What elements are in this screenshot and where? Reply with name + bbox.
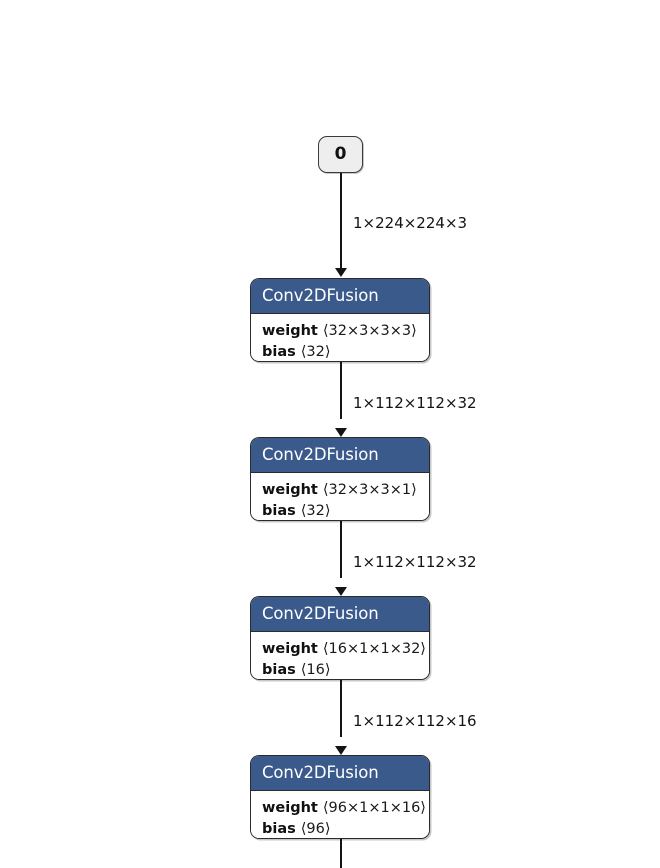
- node-body: weight⟨16×1×1×32⟩ bias⟨16⟩: [251, 632, 429, 679]
- node-attribute-row: bias⟨16⟩: [262, 660, 418, 679]
- node-attribute-key: bias: [262, 662, 296, 678]
- node-attribute-row: weight⟨32×3×3×1⟩: [262, 480, 418, 501]
- node-attribute-key: weight: [262, 641, 318, 657]
- node-attribute-value: ⟨96⟩: [300, 821, 331, 837]
- graph-edge-label: 1×112×112×32: [353, 553, 477, 571]
- graph-edge-arrowhead: [335, 428, 347, 437]
- graph-node-op-1[interactable]: Conv2DFusion weight⟨32×3×3×3⟩ bias⟨32⟩: [250, 278, 430, 362]
- node-attribute-key: weight: [262, 482, 318, 498]
- graph-node-input-0[interactable]: 0: [318, 136, 363, 173]
- node-attribute-value: ⟨32×3×3×3⟩: [322, 323, 417, 339]
- node-body: weight⟨96×1×1×16⟩ bias⟨96⟩: [251, 791, 429, 838]
- graph-edge-label: 1×112×112×16: [353, 712, 477, 730]
- graph-node-op-4[interactable]: Conv2DFusion weight⟨96×1×1×16⟩ bias⟨96⟩: [250, 755, 430, 839]
- node-header: Conv2DFusion: [251, 279, 429, 314]
- node-attribute-key: weight: [262, 323, 318, 339]
- node-header: Conv2DFusion: [251, 756, 429, 791]
- node-title: Conv2DFusion: [262, 762, 379, 782]
- graph-edge-arrowhead: [335, 746, 347, 755]
- node-attribute-row: weight⟨96×1×1×16⟩: [262, 798, 426, 819]
- node-attribute-value: ⟨32⟩: [300, 503, 331, 519]
- graph-edge-arrowhead: [335, 268, 347, 277]
- node-attribute-value: ⟨32⟩: [300, 344, 331, 360]
- node-attribute-key: bias: [262, 344, 296, 360]
- node-attribute-key: bias: [262, 821, 296, 837]
- node-attribute-row: bias⟨96⟩: [262, 819, 418, 838]
- node-attribute-value: ⟨16⟩: [300, 662, 331, 678]
- node-attribute-value: ⟨16×1×1×32⟩: [322, 641, 426, 657]
- node-title: Conv2DFusion: [262, 444, 379, 464]
- node-attribute-value: ⟨32×3×3×1⟩: [322, 482, 417, 498]
- node-attribute-row: bias⟨32⟩: [262, 342, 418, 361]
- graph-edge-label: 1×224×224×3: [353, 214, 468, 232]
- graph-edge-arrowhead: [335, 587, 347, 596]
- node-title: Conv2DFusion: [262, 603, 379, 623]
- node-header: Conv2DFusion: [251, 597, 429, 632]
- node-header: Conv2DFusion: [251, 438, 429, 473]
- graph-node-op-2[interactable]: Conv2DFusion weight⟨32×3×3×1⟩ bias⟨32⟩: [250, 437, 430, 521]
- graph-edge-op-4-outgoing: [340, 839, 342, 868]
- graph-edge-input-0-to-op-1: [340, 173, 342, 269]
- node-body: weight⟨32×3×3×3⟩ bias⟨32⟩: [251, 314, 429, 361]
- node-attribute-key: bias: [262, 503, 296, 519]
- node-attribute-value: ⟨96×1×1×16⟩: [322, 800, 426, 816]
- node-attribute-row: bias⟨32⟩: [262, 501, 418, 520]
- graph-edge-op-1-to-op-2: [340, 362, 342, 419]
- node-attribute-key: weight: [262, 800, 318, 816]
- node-body: weight⟨32×3×3×1⟩ bias⟨32⟩: [251, 473, 429, 520]
- node-attribute-row: weight⟨16×1×1×32⟩: [262, 639, 426, 660]
- graph-edge-op-3-to-op-4: [340, 680, 342, 737]
- graph-edge-label: 1×112×112×32: [353, 394, 477, 412]
- node-label: 0: [334, 144, 347, 164]
- graph-edge-op-2-to-op-3: [340, 521, 342, 578]
- node-attribute-row: weight⟨32×3×3×3⟩: [262, 321, 418, 342]
- graph-node-op-3[interactable]: Conv2DFusion weight⟨16×1×1×32⟩ bias⟨16⟩: [250, 596, 430, 680]
- node-title: Conv2DFusion: [262, 285, 379, 305]
